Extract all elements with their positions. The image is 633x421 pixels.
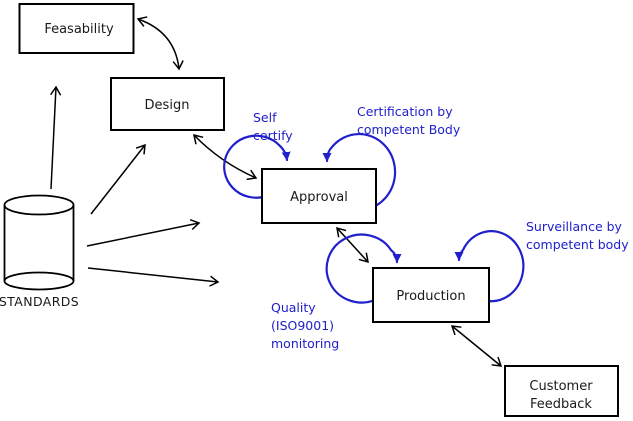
node-production: Production: [372, 267, 490, 323]
node-customer-feedback: Customer Feedback: [504, 365, 619, 417]
node-approval: Approval: [261, 168, 377, 224]
edge-production-customer-feedback-arrow: [450, 325, 503, 367]
production-label: Production: [396, 289, 465, 304]
feasability-box: [18, 3, 135, 54]
edge-standards-design-arrow: [90, 143, 146, 215]
self-certify-line1: Self: [253, 110, 277, 125]
loop-quality-monitoring: [325, 233, 402, 304]
annotation-self-certify: Self certify: [253, 110, 293, 143]
design-label: Design: [145, 98, 190, 113]
customer-feedback-label-line1: Customer: [529, 379, 593, 394]
edge-standards-feasability-arrow: [49, 85, 62, 190]
edge-design-approval-arrow: [193, 133, 258, 181]
standards-cylinder: STANDARDS: [0, 194, 79, 309]
design-box: [110, 77, 225, 131]
surveillance-line1: Surveillance by: [526, 219, 623, 234]
annotation-surveillance: Surveillance by competent body: [526, 219, 629, 252]
edge-standards-production-arrow: [87, 267, 220, 287]
annotation-certification: Certification by competent Body: [357, 104, 461, 137]
quality-line3: monitoring: [271, 336, 339, 351]
loop-certification: [322, 132, 397, 207]
quality-line1: Quality: [271, 300, 316, 315]
node-feasability: Feasability: [18, 3, 135, 54]
loop-self-certify: [223, 134, 291, 199]
cylinder-top-ellipse: [3, 194, 75, 216]
cylinder-bottom-ellipse: [3, 271, 75, 291]
certification-line1: Certification by: [357, 104, 453, 119]
approval-label: Approval: [290, 190, 348, 205]
customer-feedback-box: [504, 365, 619, 417]
approval-box: [261, 168, 377, 224]
production-box: [372, 267, 490, 323]
edge-feasability-design-arrow: [136, 16, 184, 71]
quality-line2: (ISO9001): [271, 318, 334, 333]
self-certify-line2: certify: [253, 128, 293, 143]
feasability-label: Feasability: [44, 22, 114, 37]
certification-line2: competent Body: [357, 122, 461, 137]
customer-feedback-label-line2: Feedback: [530, 397, 592, 412]
annotation-quality-monitoring: Quality (ISO9001) monitoring: [271, 300, 339, 351]
loop-surveillance: [454, 230, 525, 303]
standards-label: STANDARDS: [0, 294, 79, 309]
edge-approval-production-arrow: [336, 226, 369, 264]
node-design: Design: [110, 77, 225, 131]
surveillance-line2: competent body: [526, 237, 629, 252]
edge-standards-approval-arrow: [86, 219, 201, 247]
